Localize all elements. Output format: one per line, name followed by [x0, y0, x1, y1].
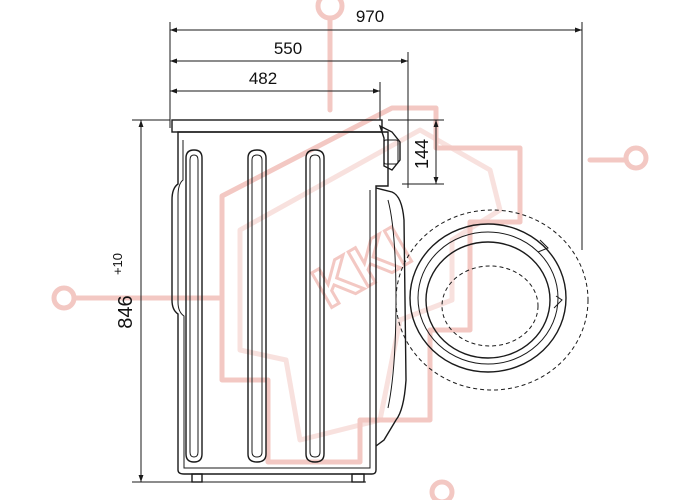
- dimension-depth-with-door: 550: [170, 39, 408, 64]
- control-knob: [378, 124, 401, 171]
- machine-feet: [191, 473, 366, 483]
- open-door: [395, 209, 589, 391]
- dimension-total-depth: 970: [170, 7, 582, 33]
- door-swing-circle: [395, 209, 589, 391]
- dimension-label-482: 482: [249, 69, 277, 88]
- dimension-height: 846 +10: [110, 120, 144, 482]
- door-ring-outer: [409, 223, 567, 373]
- watermark: KKI: [51, 0, 649, 500]
- machine-cabinet: [171, 131, 389, 475]
- dimension-label-846: 846: [115, 295, 137, 328]
- dimension-tolerance: +10: [110, 253, 125, 275]
- door-glass: [441, 265, 539, 347]
- door-ring-inner: [425, 241, 551, 359]
- dimension-label-970: 970: [356, 7, 384, 26]
- dimension-control-offset: 144: [412, 120, 439, 184]
- machine-body: [171, 119, 407, 483]
- machine-front-panel: [375, 187, 407, 447]
- watermark-circles: [51, 0, 649, 500]
- dimension-body-depth: 482: [170, 69, 380, 94]
- side-ribs: [185, 149, 325, 463]
- dimension-label-550: 550: [274, 39, 302, 58]
- extension-lines: [132, 22, 583, 483]
- dimension-label-144: 144: [412, 139, 432, 169]
